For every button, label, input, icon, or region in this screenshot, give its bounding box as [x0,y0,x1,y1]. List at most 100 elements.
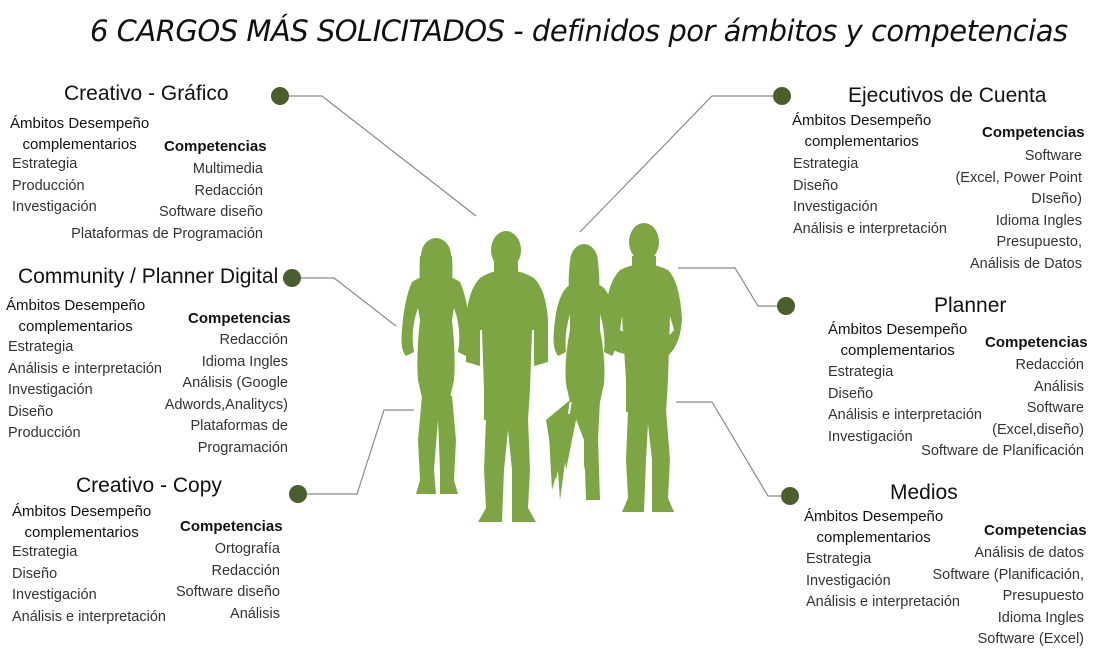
connector-community [292,277,397,327]
role-title: Medios [890,481,958,504]
list-item: Diseño [828,385,874,402]
ambitos-title: Ámbitos Desempeño complementarios [792,112,932,150]
node-ejecutivos [773,87,791,105]
list-item: Idioma Ingles [997,609,1084,626]
list-item: Multimedia [192,161,263,177]
role-title: Creativo - Gráfico [64,82,229,105]
list-item: Idioma Ingles [201,353,288,370]
node-planner [777,297,795,315]
list-item: Redacción [194,182,263,199]
list-item: Plataformas de [190,418,288,434]
ambitos-list: Estrategia Diseño Investigación Análisis… [12,542,166,628]
list-item: Investigación [12,587,97,603]
ambitos-title: Ámbitos Desempeño complementarios [6,297,146,335]
list-item: Diseño [12,565,58,582]
silhouette-man-right [606,223,682,512]
list-item: Investigación [793,199,878,215]
list-item: Estrategia [12,156,78,172]
role-title: Creativo - Copy [76,474,222,497]
list-item: Software diseño [176,584,280,600]
node-creativo-grafico [271,87,289,105]
list-item: Redacción [219,332,288,348]
page-title: 6 CARGOS MÁS SOLICITADOS - definidos por… [90,14,1068,48]
node-creativo-copy [289,485,307,503]
list-item: Redacción [211,562,280,579]
list-item: Software de Planificación [921,443,1084,459]
competencias-title: Competencias [984,522,1087,539]
connector-medios [676,401,790,497]
list-item: Análisis [230,605,280,622]
list-item: Análisis de Datos [969,255,1082,272]
list-item: Estrategia [806,551,872,567]
ambitos-list: Estrategia Diseño Investigación Análisis… [793,154,947,240]
ambitos-list: Estrategia Análisis e interpretación Inv… [8,337,162,445]
competencias-list: Software (Excel, Power Point DIseño) Idi… [955,146,1082,275]
list-item: Producción [12,177,85,194]
list-item: Diseño [8,403,54,420]
list-item: Presupuesto, [996,234,1082,250]
list-item: Análisis e interpretación [793,220,947,237]
list-item: Software [1026,400,1084,416]
list-item: DIseño) [1031,191,1082,207]
competencias-title: Competencias [985,334,1088,351]
list-item: Estrategia [793,156,859,172]
competencias-list: Análisis de datos Software (Planificació… [932,543,1084,651]
competencias-list: Redacción Análisis Software (Excel,diseñ… [921,355,1084,463]
list-item: Análisis (Google [182,375,288,391]
node-community [283,269,301,287]
connector-creativo-grafico [280,95,477,217]
connector-ejecutivos [579,95,782,233]
role-title: Ejecutivos de Cuenta [848,84,1047,107]
list-item: (Excel, Power Point [955,169,1082,186]
list-item: Análisis de datos [974,545,1084,561]
list-item: Estrategia [12,544,78,560]
connector-planner [678,267,785,307]
silhouette-woman-right [546,244,617,500]
list-item: Producción [8,425,81,441]
role-title: Community / Planner Digital [18,265,279,288]
competencias-list: Ortografía Redacción Software diseño Aná… [176,539,280,625]
list-item: Plataformas de Programación [71,225,263,242]
list-item: Análisis e interpretación [828,407,982,423]
silhouette-woman-left [401,238,471,494]
ambitos-title: Ámbitos Desempeño complementarios [828,321,968,359]
role-title: Planner [934,294,1007,317]
ambitos-title: Ámbitos Desempeño complementarios [804,508,944,546]
connector-creativo-copy [298,409,414,495]
competencias-list: Redacción Idioma Ingles Análisis (Google… [165,330,288,459]
competencias-title: Competencias [180,518,283,535]
list-item: Programación [197,439,288,456]
list-item: Investigación [8,382,93,398]
list-item: Análisis e interpretación [8,360,162,377]
list-item: Investigación [12,199,97,215]
silhouette-man-left [466,231,548,522]
list-item: Investigación [806,572,891,589]
list-item: Software (Excel) [977,631,1084,647]
list-item: Presupuesto [1002,588,1084,604]
list-item: Redacción [1015,357,1084,373]
list-item: Software diseño [159,204,263,220]
ambitos-list: Estrategia Diseño Análisis e interpretac… [828,362,982,448]
list-item: Adwords,Analitycs) [164,396,288,413]
node-medios [781,487,799,505]
competencias-title: Competencias [164,138,267,155]
list-item: Idioma Ingles [995,212,1082,229]
list-item: Análisis [1034,378,1084,395]
people-silhouettes [401,223,682,522]
list-item: Software [1024,148,1082,164]
list-item: Investigación [828,428,913,445]
ambitos-title: Ámbitos Desempeño complementarios [12,503,152,541]
list-item: Análisis e interpretación [12,608,166,625]
list-item: Diseño [793,177,839,194]
list-item: Estrategia [828,364,894,380]
list-item: Estrategia [8,339,74,355]
list-item: Análisis e interpretación [806,594,960,610]
competencias-title: Competencias [982,124,1085,141]
list-item: (Excel,diseño) [992,421,1084,438]
list-item: Ortografía [214,541,280,557]
ambitos-title: Ámbitos Desempeño complementarios [10,115,150,153]
competencias-list: Multimedia Redacción Software diseño Pla… [71,159,263,245]
ambitos-list: Estrategia Producción Investigación [12,154,97,219]
competencias-title: Competencias [188,310,291,327]
